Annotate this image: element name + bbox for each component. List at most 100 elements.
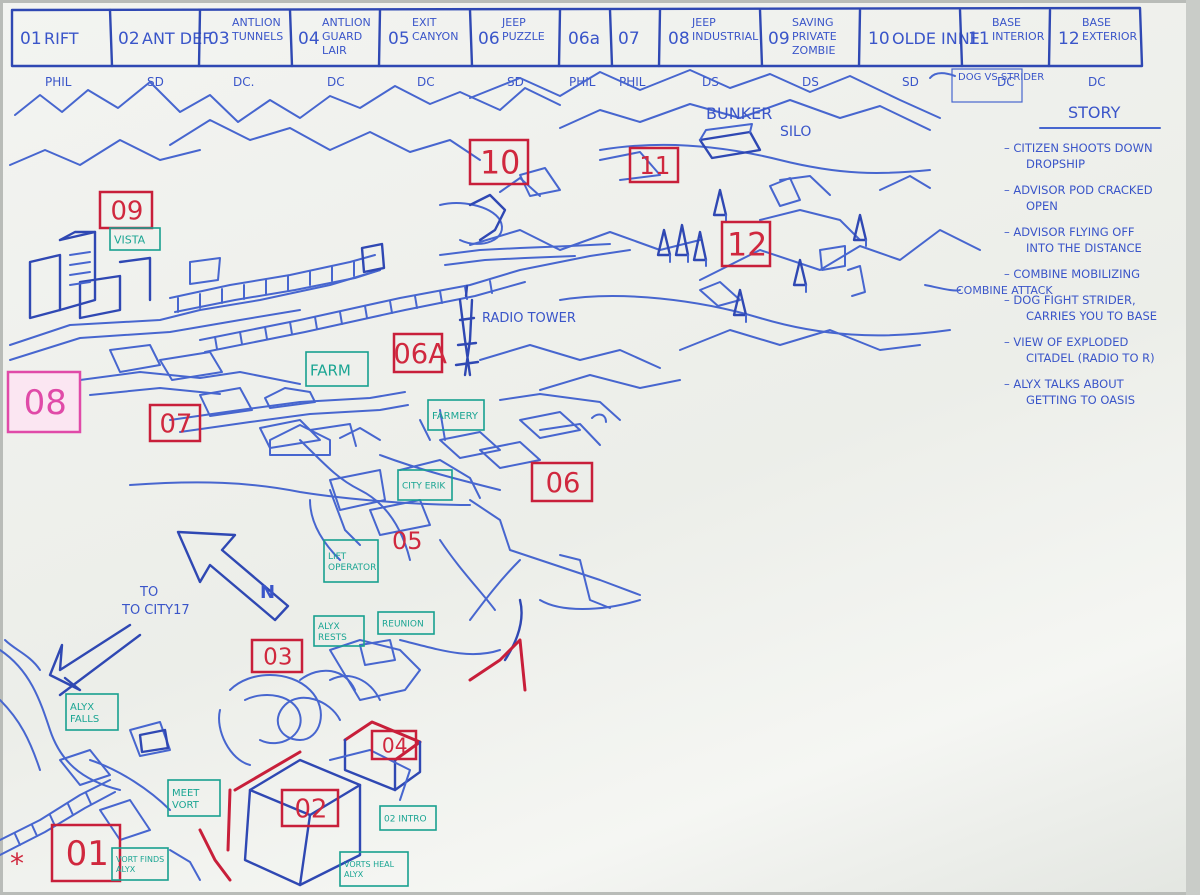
ant-def-area xyxy=(198,749,411,887)
note-text: VISTA xyxy=(114,234,146,247)
chapter-number: 03 xyxy=(208,29,230,49)
note-frame xyxy=(427,399,485,431)
chapter-title: CANYON xyxy=(412,30,458,43)
chapter-divider xyxy=(557,8,562,68)
chapter-marker-box xyxy=(250,638,304,674)
chapter-number: 04 xyxy=(298,29,320,49)
chapter-title: EXTERIOR xyxy=(1082,30,1138,43)
chapter-number: 08 xyxy=(668,29,690,49)
note-text: VORT xyxy=(172,800,200,811)
note-frame xyxy=(339,851,409,887)
chapter-number: 05 xyxy=(388,29,410,49)
chapter-title: INTERIOR xyxy=(992,30,1045,43)
chapter-marker-label: 01 xyxy=(66,834,109,874)
chapter-marker-08: 08 xyxy=(6,370,82,434)
chapter-marker-label: 07 xyxy=(159,409,192,439)
note-farm: FARM xyxy=(305,351,369,387)
note-frame xyxy=(167,779,221,817)
chapter-marker-label: 06A xyxy=(393,339,447,370)
dog-vs-strider-frame xyxy=(951,68,1023,103)
chapter-owner: DC. xyxy=(233,75,254,89)
chapter-title: OLDE INNE xyxy=(892,29,980,48)
story-item-text: – ADVISOR POD CRACKED xyxy=(1004,183,1153,197)
story-item-text: CITADEL (RADIO TO R) xyxy=(1026,351,1155,365)
rift-area xyxy=(0,639,201,881)
chapter-marker-label: 05 xyxy=(392,527,423,555)
story-item-text: CARRIES YOU TO BASE xyxy=(1026,309,1157,323)
chapter-marker-label: 04 xyxy=(382,733,408,757)
board-frame-right xyxy=(1186,0,1200,895)
chapter-marker-box xyxy=(370,729,418,761)
story-item-text: – VIEW OF EXPLODED xyxy=(1004,335,1129,349)
chapter-number: 07 xyxy=(618,29,640,49)
chapter-marker-box xyxy=(720,220,772,268)
story-item-text: GETTING TO OASIS xyxy=(1026,393,1135,407)
jeep-sketch xyxy=(264,387,316,409)
to-city-arrow: TO TO CITY17 xyxy=(48,585,190,697)
chapter-title: PRIVATE xyxy=(792,30,837,43)
chapter-number: 12 xyxy=(1058,29,1080,49)
to-city-label-line1: TO xyxy=(139,585,158,600)
chapter-divider xyxy=(1047,8,1052,68)
chapter-marker-box xyxy=(6,370,82,434)
note-frame xyxy=(379,805,437,831)
chapter-divider xyxy=(608,8,614,68)
note-reunion: REUNION xyxy=(377,611,435,635)
note-text: FARM xyxy=(310,362,351,380)
note-frame xyxy=(65,693,119,731)
chapter-marker-label: 10 xyxy=(480,145,520,181)
radio-tower xyxy=(454,284,480,377)
note-frame xyxy=(323,539,379,583)
story-item-text: INTO THE DISTANCE xyxy=(1026,241,1142,255)
pine-trees xyxy=(656,188,868,323)
jeep-sketch-2 xyxy=(591,413,607,423)
chapter-marker-box xyxy=(392,332,444,374)
chapter-owner: DC xyxy=(327,75,345,89)
chapter-title: PUZZLE xyxy=(502,30,545,43)
note-text: ALYX xyxy=(344,870,364,879)
chapter-divider xyxy=(108,8,114,68)
dog-note-arrow xyxy=(929,72,956,79)
chapter-marker-box xyxy=(148,403,202,443)
note-intro-02: 02 INTRO xyxy=(379,805,437,831)
chapter-divider xyxy=(197,8,202,68)
chapter-number: 10 xyxy=(868,29,890,49)
chapter-title: JEEP xyxy=(691,16,716,29)
note-text: CITY ERIK xyxy=(402,482,446,492)
chapter-marker-label: 12 xyxy=(727,227,767,263)
combine-attack-label: COMBINE ATTACK xyxy=(956,284,1053,297)
chapter-marker-label: 03 xyxy=(263,644,292,670)
chapter-owner: DS xyxy=(802,75,819,89)
note-farmery: FARMERY xyxy=(427,399,485,431)
chapter-number: 02 xyxy=(118,29,140,49)
bunker-silo xyxy=(439,123,866,307)
note-text: FARMERY xyxy=(432,411,479,422)
chapter-title: TUNNELS xyxy=(231,30,283,43)
story-item: – COMBINE MOBILIZING xyxy=(1004,267,1140,281)
chapter-title: BASE xyxy=(1082,16,1111,29)
chapter-marker-12: 12 xyxy=(720,220,772,268)
to-city-label: TO CITY17 xyxy=(121,603,190,618)
chapter-owner: DS xyxy=(702,75,719,89)
chapter-title: INDUSTRIAL xyxy=(692,30,759,43)
story-item-text: OPEN xyxy=(1026,199,1058,213)
chapter-divider xyxy=(857,8,862,68)
story-heading: STORY xyxy=(1068,103,1121,122)
chapter-divider xyxy=(657,8,662,68)
